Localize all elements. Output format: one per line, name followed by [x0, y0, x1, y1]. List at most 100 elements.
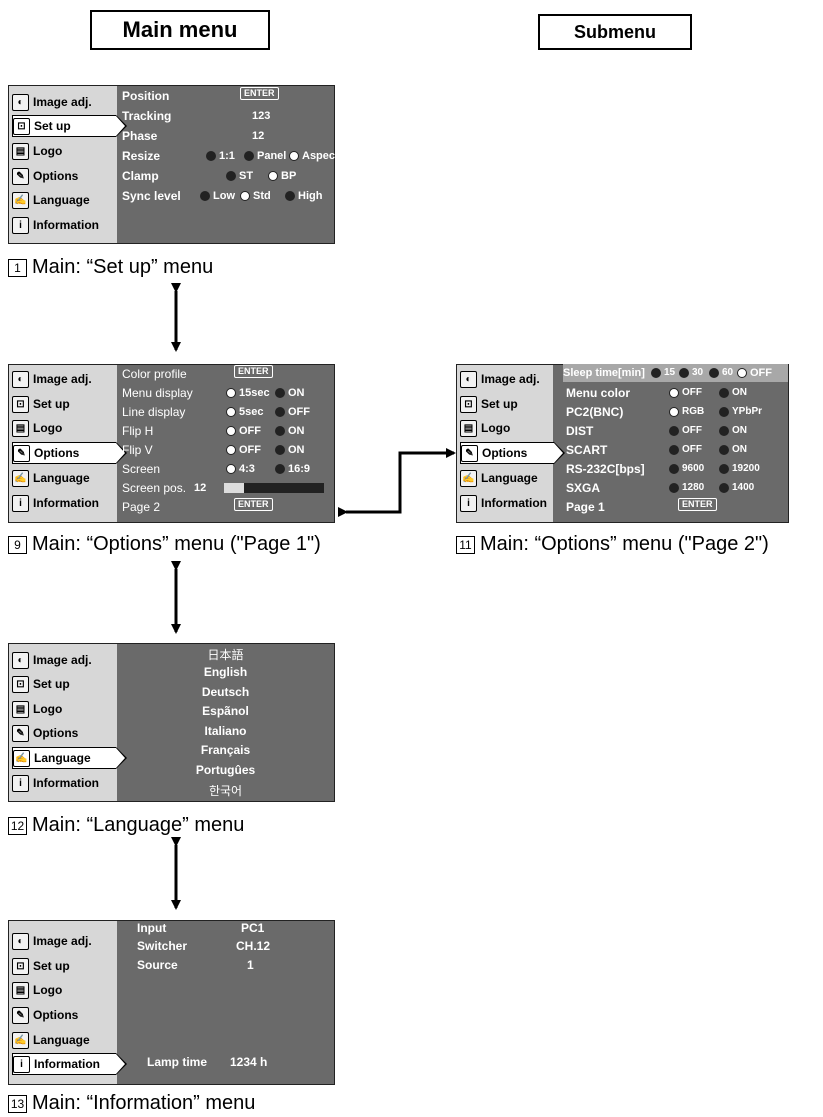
sidebar-item-language[interactable]: ✍Language	[460, 467, 552, 489]
enter-icon[interactable]: ENTER	[234, 365, 273, 378]
sidebar-item-set-up[interactable]: ⊡Set up	[12, 955, 112, 977]
radio-icon[interactable]	[669, 464, 679, 474]
row-line-display[interactable]: Line display 5sec OFF	[122, 405, 310, 419]
row-dist[interactable]: DIST OFF ON	[566, 424, 747, 438]
radio-icon[interactable]	[651, 368, 661, 378]
radio-selected-icon[interactable]	[268, 171, 278, 181]
radio-icon[interactable]	[275, 445, 285, 455]
radio-selected-icon[interactable]	[737, 368, 747, 378]
radio-icon[interactable]	[719, 464, 729, 474]
sidebar-item-set-up[interactable]: ⊡Set up	[12, 393, 112, 415]
radio-selected-icon[interactable]	[226, 426, 236, 436]
sidebar-item-language[interactable]: ✍Language	[12, 189, 112, 211]
radio-icon[interactable]	[709, 368, 719, 378]
sidebar-item-logo[interactable]: ▤Logo	[12, 140, 112, 162]
radio-selected-icon[interactable]	[226, 388, 236, 398]
enter-icon[interactable]: ENTER	[240, 87, 279, 100]
radio-icon[interactable]	[719, 483, 729, 493]
row-menu-display[interactable]: Menu display 15sec ON	[122, 386, 305, 400]
sidebar-item-options[interactable]: ✎Options	[12, 1004, 112, 1026]
radio-icon[interactable]	[719, 407, 729, 417]
sidebar-item-options[interactable]: ✎Options	[460, 442, 565, 464]
radio-selected-icon[interactable]	[669, 388, 679, 398]
row-sxga[interactable]: SXGA 1280 1400	[566, 481, 755, 495]
row-rs232c[interactable]: RS-232C[bps] 9600 19200	[566, 462, 760, 476]
radio-selected-icon[interactable]	[240, 191, 250, 201]
radio-selected-icon[interactable]	[669, 407, 679, 417]
row-flip-h[interactable]: Flip H OFF ON	[122, 424, 305, 438]
sidebar-item-options[interactable]: ✎Options	[12, 165, 112, 187]
radio-selected-icon[interactable]	[226, 407, 236, 417]
sidebar-item-logo[interactable]: ▤Logo	[460, 417, 552, 439]
radio-icon[interactable]	[719, 388, 729, 398]
row-resize[interactable]: Resize 1:1 Panel Aspect	[122, 149, 339, 163]
radio-icon[interactable]	[200, 191, 210, 201]
row-clamp[interactable]: Clamp ST BP	[122, 169, 297, 183]
radio-icon[interactable]	[669, 445, 679, 455]
language-option[interactable]: 日本語	[207, 648, 244, 662]
language-option[interactable]: Espãnol	[202, 704, 249, 718]
radio-icon[interactable]	[275, 464, 285, 474]
sidebar-item-language[interactable]: ✍Language	[12, 747, 127, 769]
radio-icon[interactable]	[679, 368, 689, 378]
radio-icon[interactable]	[285, 191, 295, 201]
row-flip-v[interactable]: Flip V OFF ON	[122, 443, 305, 457]
sidebar-item-image-adj[interactable]: ◐Image adj.	[12, 649, 112, 671]
sidebar-item-language[interactable]: ✍Language	[12, 1029, 112, 1051]
row-screen[interactable]: Screen 4:3 16:9	[122, 462, 311, 476]
sidebar-item-set-up[interactable]: ⊡Set up	[12, 115, 127, 137]
enter-icon[interactable]: ENTER	[234, 498, 273, 511]
language-option[interactable]: English	[203, 665, 248, 679]
radio-icon[interactable]	[275, 388, 285, 398]
sidebar-item-options[interactable]: ✎Options	[12, 442, 127, 464]
radio-icon[interactable]	[669, 426, 679, 436]
sidebar-item-image-adj[interactable]: ◐Image adj.	[460, 368, 552, 390]
row-pc2-bnc[interactable]: PC2(BNC) RGB YPbPr	[566, 405, 763, 419]
radio-icon[interactable]	[719, 445, 729, 455]
row-sync-level[interactable]: Sync level Low Std High	[122, 189, 323, 203]
radio-icon[interactable]	[244, 151, 254, 161]
sidebar-item-logo[interactable]: ▤Logo	[12, 417, 112, 439]
sidebar-item-logo[interactable]: ▤Logo	[12, 698, 112, 720]
radio-selected-icon[interactable]	[289, 151, 299, 161]
sidebar-item-image-adj[interactable]: ◐Image adj.	[12, 91, 112, 113]
enter-icon[interactable]: ENTER	[678, 498, 717, 511]
radio-icon[interactable]	[275, 407, 285, 417]
radio-icon[interactable]	[226, 171, 236, 181]
radio-icon[interactable]	[206, 151, 216, 161]
sidebar-item-language[interactable]: ✍Language	[12, 467, 112, 489]
sidebar-item-logo[interactable]: ▤Logo	[12, 979, 112, 1001]
sidebar-item-image-adj[interactable]: ◐Image adj.	[12, 930, 112, 952]
radio-selected-icon[interactable]	[226, 445, 236, 455]
row-sleep-time[interactable]: Sleep time[min] 15 30 60 OFF	[563, 364, 788, 382]
row-screen-pos[interactable]: Screen pos. 12	[122, 479, 330, 497]
radio-icon[interactable]	[719, 426, 729, 436]
radio-icon[interactable]	[669, 483, 679, 493]
sidebar-item-image-adj[interactable]: ◐Image adj.	[12, 368, 112, 390]
radio-selected-icon[interactable]	[226, 464, 236, 474]
sidebar-item-set-up[interactable]: ⊡Set up	[12, 673, 112, 695]
sidebar-item-options[interactable]: ✎Options	[12, 722, 112, 744]
language-option[interactable]: Français	[200, 743, 251, 757]
screen-pos-slider[interactable]	[224, 483, 324, 493]
row-scart[interactable]: SCART OFF ON	[566, 443, 747, 457]
language-option[interactable]: 한국어	[208, 784, 243, 798]
language-option[interactable]: Deutsch	[201, 685, 250, 699]
language-option[interactable]: Portugûes	[195, 763, 256, 777]
language-option[interactable]: Italiano	[204, 724, 247, 738]
radio-icon[interactable]	[275, 426, 285, 436]
sidebar-item-set-up[interactable]: ⊡Set up	[460, 393, 552, 415]
row-menu-color[interactable]: Menu color OFF ON	[566, 386, 747, 400]
